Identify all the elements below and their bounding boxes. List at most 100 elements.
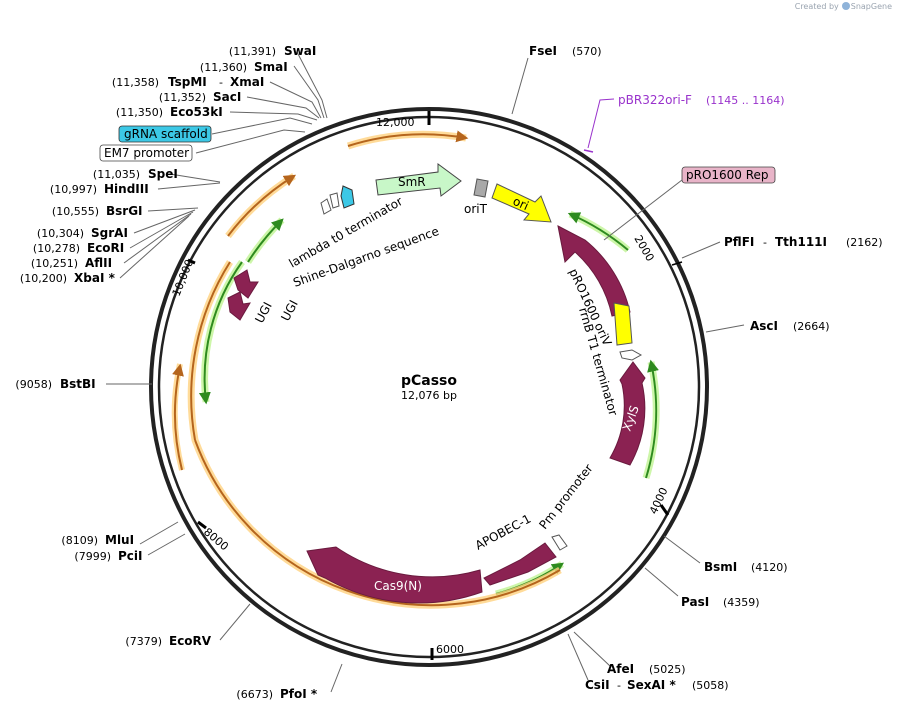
feature-pm-promoter-icon[interactable]	[551, 534, 568, 551]
feature-xyls-arrow[interactable]	[609, 361, 646, 466]
feature-em7-promoter-icon[interactable]	[320, 198, 332, 215]
enzyme-asci[interactable]: AscI (2664)	[750, 319, 830, 333]
enzyme-saci[interactable]: (11,352) SacI	[159, 90, 241, 104]
enzyme-pflfi-tth111i[interactable]: PflFI - Tth111I (2162)	[724, 235, 883, 249]
enzyme-ecori[interactable]: (10,278) EcoRI	[33, 241, 124, 255]
enzyme-csii-sep: -	[617, 679, 621, 692]
pro1600-rep-text: pRO1600 Rep	[686, 168, 769, 182]
enzyme-eco53ki-name: Eco53kI	[170, 105, 223, 119]
enzyme-pflfi-sep: -	[763, 236, 767, 249]
feature-grna-scaffold-box[interactable]	[340, 185, 355, 209]
grna-scaffold-text: gRNA scaffold	[124, 127, 208, 141]
enzyme-pfoi[interactable]: (6673) PfoI *	[236, 687, 317, 701]
enzyme-mlui[interactable]: (8109) MluI	[61, 533, 134, 547]
enzyme-xbai-pos: (10,200)	[20, 272, 67, 285]
feature-rrnb-t1-terminator-icon[interactable]	[619, 349, 643, 361]
enzyme-ecorv-pos: (7379)	[125, 635, 162, 648]
orf-arc-xyls	[645, 359, 659, 479]
feature-ori-arrow[interactable]	[491, 183, 552, 223]
enzyme-pasi[interactable]: PasI (4359)	[681, 595, 760, 609]
enzyme-sexai-name: SexAI *	[627, 678, 676, 692]
tick-label-6000: 6000	[436, 643, 464, 656]
enzyme-fsei[interactable]: FseI (570)	[529, 44, 602, 58]
tick-2000	[671, 261, 683, 266]
enzyme-pflfi-name: PflFI	[724, 235, 754, 249]
tick-4000	[659, 504, 670, 516]
feature-smr-arrow[interactable]	[375, 163, 462, 197]
watermark-brand: SnapGene	[850, 2, 892, 11]
enzyme-smai[interactable]: (11,360) SmaI	[200, 60, 288, 74]
enzyme-eco53ki[interactable]: (11,350) Eco53kI	[116, 105, 223, 119]
enzyme-spei-pos: (11,035)	[93, 168, 140, 181]
feature-ugi-inner-arrow[interactable]	[227, 291, 251, 321]
primer-name[interactable]: pBR322ori-F	[618, 93, 692, 107]
enzyme-spei[interactable]: (11,035) SpeI	[93, 167, 178, 181]
feature-orit-box[interactable]	[473, 178, 489, 198]
enzyme-afei[interactable]: AfeI (5025)	[607, 662, 686, 676]
enzyme-asci-name: AscI	[750, 319, 778, 333]
enzyme-tspmi-name: TspMI	[168, 75, 207, 89]
orf-arc-upper-left-green	[247, 218, 284, 263]
enzyme-csii-name: CsiI	[585, 678, 610, 692]
feature-ori-label: ori	[511, 194, 531, 213]
feature-orit-label: oriT	[464, 202, 488, 216]
orf-arc-large-orange	[194, 439, 561, 607]
enzyme-bstbi-pos: (9058)	[15, 378, 52, 391]
feature-ugi-outer-arrow[interactable]	[233, 269, 259, 299]
enzyme-pcii[interactable]: (7999) PciI	[74, 549, 142, 563]
enzyme-bstbi[interactable]: (9058) BstBI	[15, 377, 95, 391]
enzyme-swai[interactable]: (11,391) SwaI	[229, 44, 316, 58]
enzyme-ecorv[interactable]: (7379) EcoRV	[125, 634, 211, 648]
enzyme-leaders-left	[106, 51, 343, 693]
primer-range: (1145 .. 1164)	[706, 94, 785, 107]
enzyme-sgrai[interactable]: (10,304) SgrAI	[37, 226, 128, 240]
enzyme-csii-pos: (5058)	[692, 679, 729, 692]
feature-cas9n-arrow[interactable]	[306, 546, 483, 604]
enzyme-fsei-name: FseI	[529, 44, 557, 58]
tick-label-12000: 12,000	[376, 116, 415, 129]
feature-pro1600-oriv-box[interactable]	[613, 302, 633, 346]
primer-mark[interactable]	[583, 149, 594, 153]
orf-arc-rep	[567, 212, 629, 251]
orf-arc-top	[347, 130, 469, 147]
enzyme-tspmi-sep: -	[219, 76, 223, 89]
enzyme-csii-sexai[interactable]: CsiI - SexAI * (5058)	[585, 678, 729, 692]
enzyme-leaders-right	[511, 57, 745, 681]
pro1600-rep-box-label[interactable]: pRO1600 Rep	[681, 166, 776, 184]
enzyme-tspmi-xmai[interactable]: (11,358) TspMI - XmaI	[112, 75, 264, 89]
enzyme-bsmi[interactable]: BsmI (4120)	[704, 560, 788, 574]
grna-scaffold-box-label[interactable]: gRNA scaffold	[118, 125, 212, 143]
enzyme-pasi-name: PasI	[681, 595, 709, 609]
enzyme-aflii[interactable]: (10,251) AflII	[31, 256, 112, 270]
enzyme-pasi-pos: (4359)	[723, 596, 760, 609]
feature-lambda-t0-icon[interactable]	[329, 192, 340, 209]
enzyme-afei-pos: (5025)	[649, 663, 686, 676]
feature-apobec1-arrow[interactable]	[483, 542, 557, 586]
enzyme-ecori-pos: (10,278)	[33, 242, 80, 255]
feature-cas9n-label: Cas9(N)	[374, 579, 422, 593]
enzyme-eco53ki-pos: (11,350)	[116, 106, 163, 119]
orf-arc-left-orange	[172, 363, 184, 471]
enzyme-hindiii[interactable]: (10,997) HindIII	[50, 182, 149, 196]
feature-pm-promoter-label: Pm promoter	[536, 461, 595, 531]
feature-smr-label: SmR	[398, 175, 426, 189]
em7-promoter-text: EM7 promoter	[104, 146, 189, 160]
enzyme-fsei-pos: (570)	[572, 45, 602, 58]
enzyme-aflii-pos: (10,251)	[31, 257, 78, 270]
enzyme-pflfi-pos: (2162)	[846, 236, 883, 249]
tick-8000	[197, 520, 207, 530]
snapgene-logo-icon	[841, 2, 850, 10]
enzyme-hindiii-pos: (10,997)	[50, 183, 97, 196]
enzyme-smai-pos: (11,360)	[200, 61, 247, 74]
enzyme-bsmi-name: BsmI	[704, 560, 737, 574]
feature-ugi-inner-label: UGI	[278, 298, 301, 324]
pro1600-rep-leader	[603, 179, 683, 241]
enzyme-mlui-name: MluI	[105, 533, 134, 547]
orf-arc-upper-left	[227, 174, 297, 237]
enzyme-xbai[interactable]: (10,200) XbaI *	[20, 271, 116, 285]
enzyme-bsrgi[interactable]: (10,555) BsrGI	[52, 204, 143, 218]
watermark-text: Created by	[794, 2, 839, 11]
em7-promoter-box-label[interactable]: EM7 promoter	[99, 144, 193, 162]
snapgene-watermark: Created by SnapGene	[795, 2, 892, 11]
enzyme-tspmi-pos: (11,358)	[112, 76, 159, 89]
